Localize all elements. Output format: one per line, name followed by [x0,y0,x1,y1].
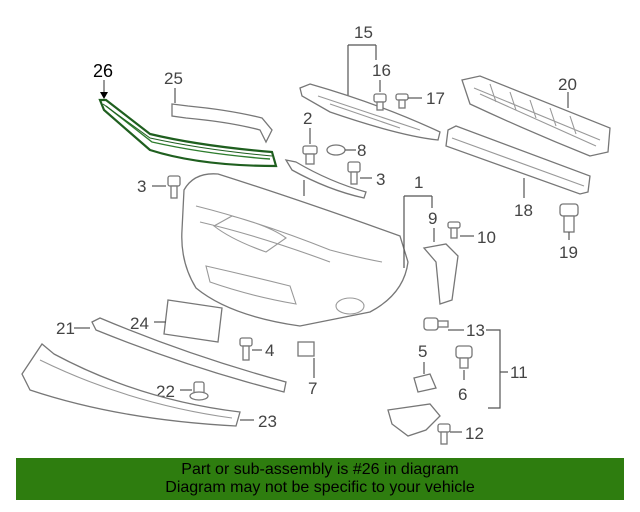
part-18-reinforcement [445,125,591,195]
callout-26[interactable]: 26 [93,61,113,81]
callout-4[interactable]: 4 [265,341,274,360]
callout-7[interactable]: 7 [308,379,317,398]
callout-3-left[interactable]: 3 [137,177,146,196]
part-5-clip [413,373,437,393]
banner-line-2: Diagram may not be specific to your vehi… [165,479,475,496]
callout-15[interactable]: 15 [354,23,373,42]
part-24-plate-bracket [163,299,223,343]
callout-17[interactable]: 17 [426,89,445,108]
part-25-bracket [171,103,273,144]
part-9-bracket [422,243,459,305]
part-23-spoiler [21,343,241,427]
callout-2[interactable]: 2 [303,109,312,128]
part-21-strip [91,317,287,393]
part-4-bolt [239,337,253,361]
part-1-fascia [181,173,409,327]
callout-1[interactable]: 1 [414,173,423,192]
callout-9[interactable]: 9 [428,209,437,228]
callout-10[interactable]: 10 [477,228,496,247]
part-15-upper-bracket [299,83,441,141]
part-20-absorber [461,75,611,157]
part-3-pin-right [347,161,361,185]
part-2-clip [302,145,318,165]
callout-25[interactable]: 25 [164,69,183,88]
callout-19[interactable]: 19 [559,243,578,262]
part-19-bolt [559,203,579,233]
callout-24[interactable]: 24 [130,314,149,333]
part-7-block [297,341,315,357]
callout-8[interactable]: 8 [357,141,366,160]
callout-12[interactable]: 12 [465,424,484,443]
part-14-strip [284,159,367,199]
part-6-nut [455,345,473,369]
callout-5[interactable]: 5 [418,342,427,361]
part-13-bolt [423,317,449,331]
callout-6[interactable]: 6 [458,385,467,404]
part-3-pin-left [167,175,181,199]
banner-line-1: Part or sub-assembly is #26 in diagram [181,461,459,478]
callout-21[interactable]: 21 [56,319,75,338]
callout-16[interactable]: 16 [372,61,391,80]
part-11-bracket [387,403,441,437]
part-12-bolt [437,423,451,445]
parts-diagram: 26 25 15 16 17 20 18 19 2 [21,23,611,445]
part-8-washer [326,144,346,156]
callout-13[interactable]: 13 [466,321,485,340]
part-10-clip [447,221,461,239]
callout-18[interactable]: 18 [514,201,533,220]
part-17-screw [395,93,409,109]
callout-20[interactable]: 20 [558,75,577,94]
callout-11[interactable]: 11 [510,363,528,382]
part-26-strip [98,98,278,168]
part-22-pin [189,381,209,401]
info-banner: Part or sub-assembly is #26 in diagram D… [16,458,624,500]
part-16-clip [373,93,387,111]
callout-3-right[interactable]: 3 [376,170,385,189]
callout-23[interactable]: 23 [258,412,277,431]
